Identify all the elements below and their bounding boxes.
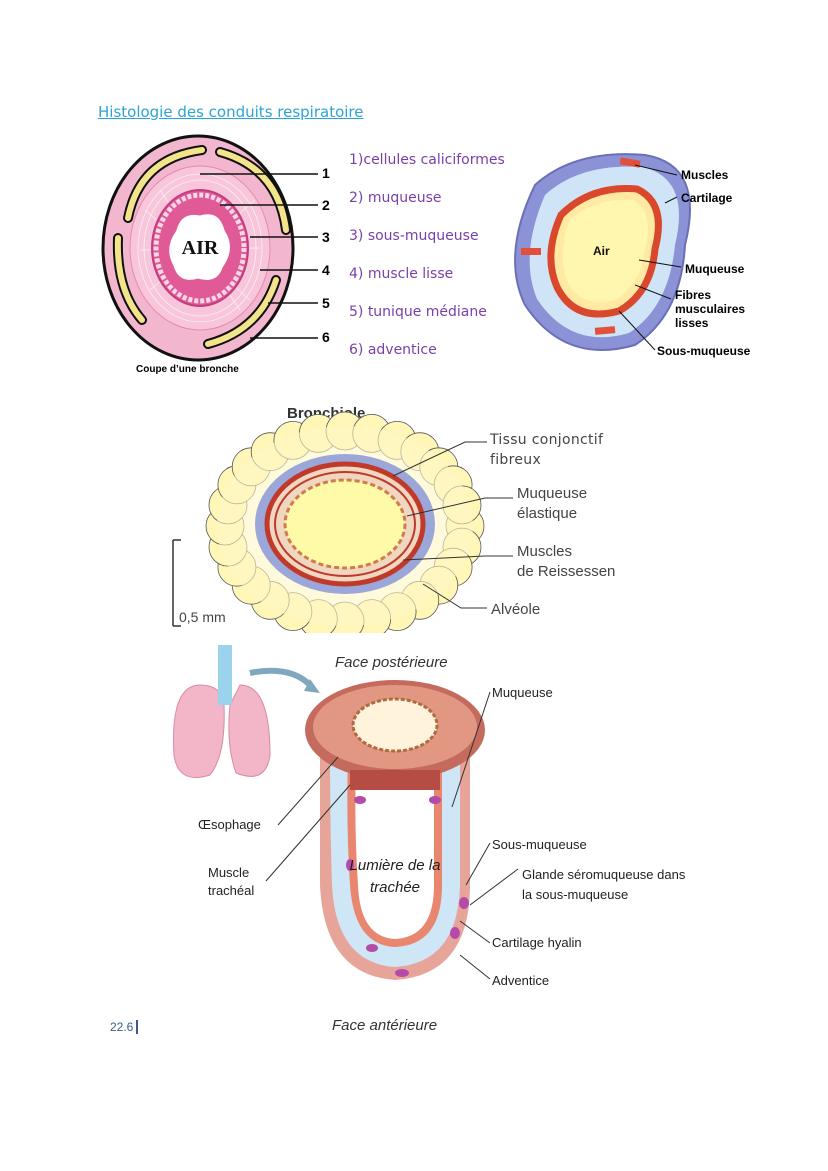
page-title: Histologie des conduits respiratoire <box>98 103 364 121</box>
number-label: 1 <box>322 165 330 181</box>
face-posterieure-label: Face postérieure <box>335 654 448 671</box>
number-label: 3 <box>322 229 330 245</box>
bronchus-diagram: AIR 1 2 3 4 5 6 Coupe d’une bronche <box>101 134 330 375</box>
legend-item: 3) sous-muqueuse <box>349 228 479 244</box>
legend-list: 1)cellules caliciformes 2) muqueuse 3) s… <box>349 141 505 369</box>
muscles-label: Muscles <box>681 168 729 182</box>
oesophage-label: Œsophage <box>198 817 261 832</box>
face-anterieure-label: Face antérieure <box>332 1017 437 1034</box>
adventice-label: Adventice <box>492 973 549 988</box>
number-label: 6 <box>322 329 330 345</box>
page-number: 22.6 <box>110 1020 139 1034</box>
cartilage-hyalin-label: Cartilage hyalin <box>492 935 582 950</box>
number-label: 5 <box>322 295 330 311</box>
air-label: AIR <box>182 237 219 259</box>
number-label: 2 <box>322 197 330 213</box>
scale-label: 0,5 mm <box>179 609 226 625</box>
sous-muqueuse-label: Sous-muqueuse <box>657 344 751 358</box>
cartilage-label: Cartilage <box>681 191 733 205</box>
legend-item: 5) tunique médiane <box>349 304 487 320</box>
legend-item: 2) muqueuse <box>349 190 442 206</box>
alveole-label: Alvéole <box>491 601 540 618</box>
legend-item: 4) muscle lisse <box>349 266 454 282</box>
figure-caption: Coupe d’une bronche <box>136 364 239 375</box>
muqueuse-label: Muqueuse <box>492 685 553 700</box>
sous-muqueuse-label: Sous-muqueuse <box>492 837 587 852</box>
air-label: Air <box>593 244 610 258</box>
legend-item: 1)cellules caliciformes <box>349 152 505 168</box>
muqueuse-label: Muqueuse <box>685 262 745 276</box>
legend-item: 6) adventice <box>349 342 437 358</box>
number-label: 4 <box>322 262 330 278</box>
